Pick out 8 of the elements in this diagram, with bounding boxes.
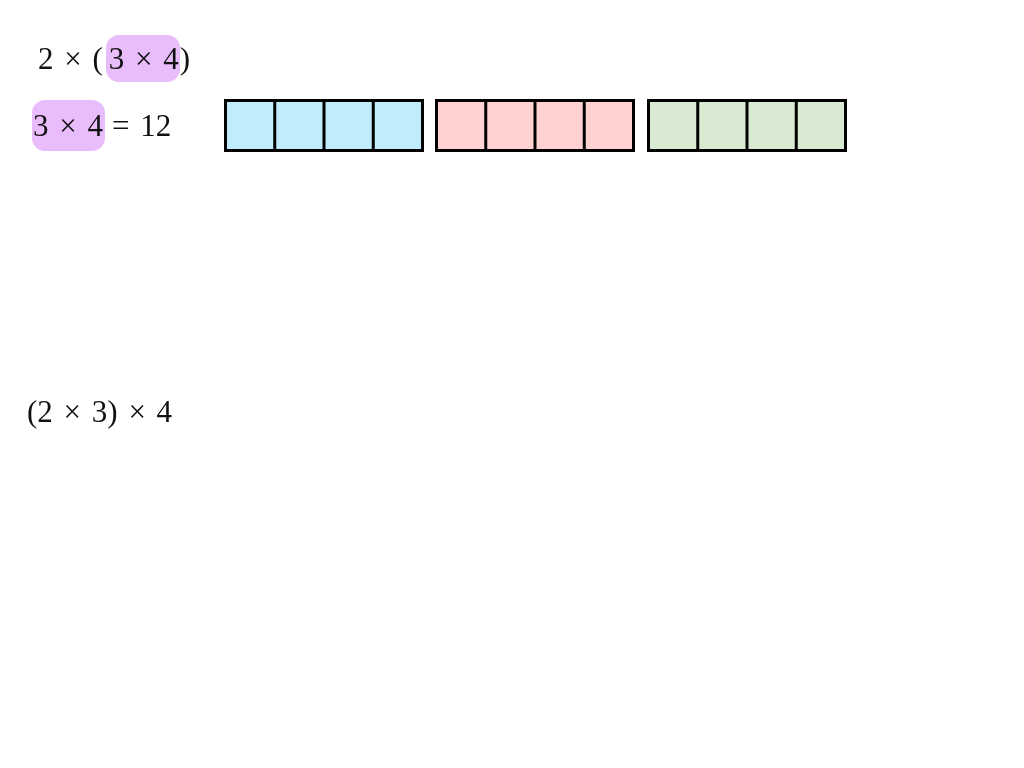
math-expression: )	[179, 43, 191, 74]
highlighted-term	[105, 35, 180, 82]
math-expression: (2 × 3) × 4	[27, 396, 173, 427]
math-expression: = 12	[112, 110, 172, 141]
highlighted-term	[32, 100, 105, 151]
math-expression: 3 × 4	[108, 43, 179, 74]
math-expression: 3 × 4	[33, 110, 103, 141]
math-expression: 2 × (	[38, 43, 103, 74]
